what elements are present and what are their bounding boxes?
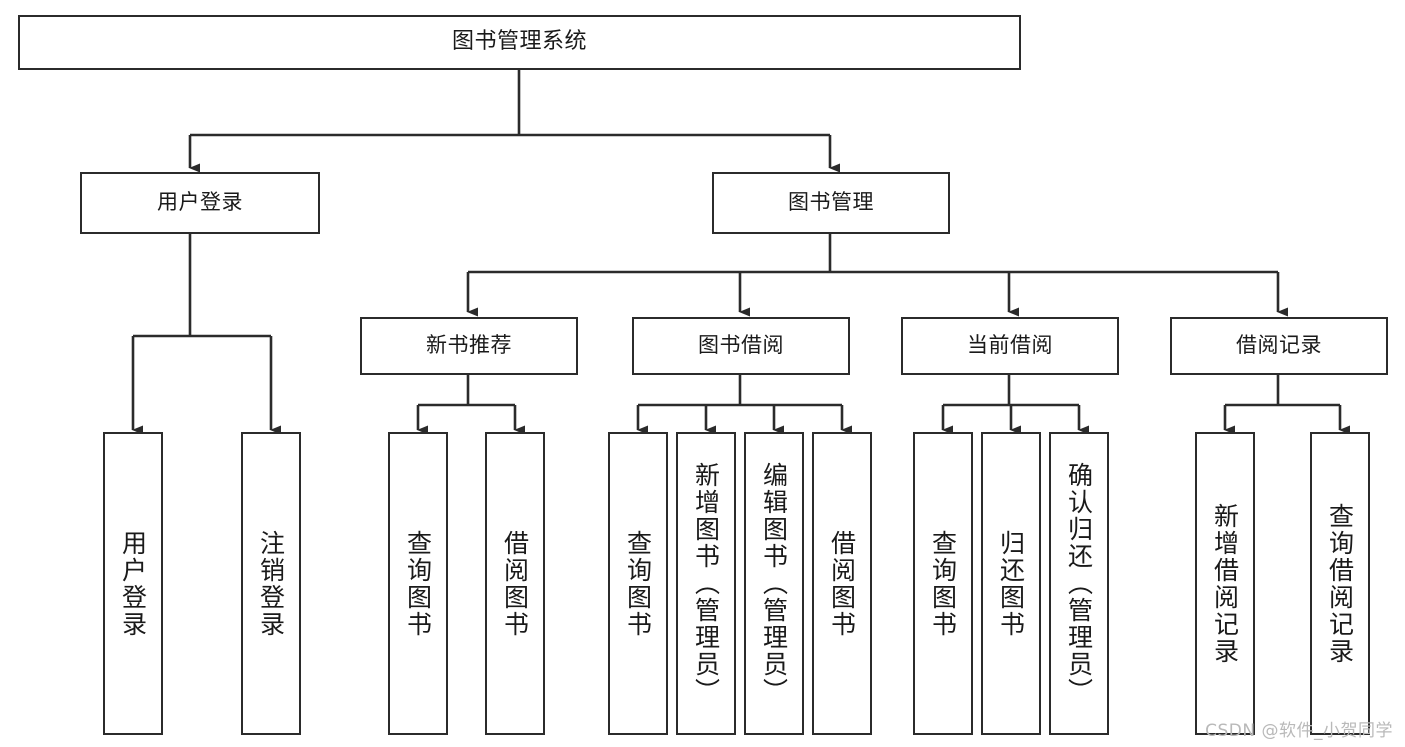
- node-new-book-recommend-label: 新书推荐: [426, 333, 512, 358]
- node-root-label: 图书管理系统: [451, 29, 587, 55]
- leaf-current-return-book-label: 归还图书: [996, 529, 1026, 638]
- node-new-book-recommend[interactable]: 新书推荐: [360, 317, 578, 375]
- node-book-management-label: 图书管理: [788, 190, 874, 215]
- node-book-management[interactable]: 图书管理: [712, 172, 950, 234]
- csdn-watermark: CSDN @软件_小贺同学: [1205, 721, 1393, 741]
- leaf-borrow-add-book-admin-label: 新增图书（管理员）: [691, 462, 721, 705]
- leaf-record-query-record[interactable]: 查询借阅记录: [1310, 432, 1370, 735]
- leaf-newbook-query-book-label: 查询图书: [403, 529, 433, 638]
- leaf-record-add-record[interactable]: 新增借阅记录: [1195, 432, 1255, 735]
- node-user-login-label: 用户登录: [157, 190, 243, 215]
- node-borrow-record-label: 借阅记录: [1236, 333, 1322, 358]
- leaf-record-query-record-label: 查询借阅记录: [1325, 502, 1355, 665]
- leaf-borrow-edit-book-admin-label: 编辑图书（管理员）: [759, 462, 789, 705]
- leaf-current-confirm-return-admin[interactable]: 确认归还（管理员）: [1049, 432, 1109, 735]
- leaf-current-confirm-return-admin-label: 确认归还（管理员）: [1064, 462, 1094, 705]
- leaf-current-return-book[interactable]: 归还图书: [981, 432, 1041, 735]
- leaf-user-login[interactable]: 用户登录: [103, 432, 163, 735]
- leaf-borrow-query-book[interactable]: 查询图书: [608, 432, 668, 735]
- leaf-current-query-book[interactable]: 查询图书: [913, 432, 973, 735]
- leaf-borrow-query-book-label: 查询图书: [623, 529, 653, 638]
- leaf-logout[interactable]: 注销登录: [241, 432, 301, 735]
- node-current-borrow[interactable]: 当前借阅: [901, 317, 1119, 375]
- leaf-borrow-add-book-admin[interactable]: 新增图书（管理员）: [676, 432, 736, 735]
- leaf-user-login-label: 用户登录: [118, 529, 148, 638]
- node-root[interactable]: 图书管理系统: [18, 15, 1021, 70]
- node-user-login[interactable]: 用户登录: [80, 172, 320, 234]
- leaf-newbook-borrow-book-label: 借阅图书: [500, 529, 530, 638]
- leaf-newbook-borrow-book[interactable]: 借阅图书: [485, 432, 545, 735]
- leaf-borrow-borrow-book[interactable]: 借阅图书: [812, 432, 872, 735]
- leaf-record-add-record-label: 新增借阅记录: [1210, 502, 1240, 665]
- leaf-logout-label: 注销登录: [256, 529, 286, 638]
- leaf-borrow-edit-book-admin[interactable]: 编辑图书（管理员）: [744, 432, 804, 735]
- node-borrow-record[interactable]: 借阅记录: [1170, 317, 1388, 375]
- leaf-borrow-borrow-book-label: 借阅图书: [827, 529, 857, 638]
- leaf-current-query-book-label: 查询图书: [928, 529, 958, 638]
- node-current-borrow-label: 当前借阅: [967, 333, 1053, 358]
- node-book-borrow-label: 图书借阅: [698, 333, 784, 358]
- node-book-borrow[interactable]: 图书借阅: [632, 317, 850, 375]
- leaf-newbook-query-book[interactable]: 查询图书: [388, 432, 448, 735]
